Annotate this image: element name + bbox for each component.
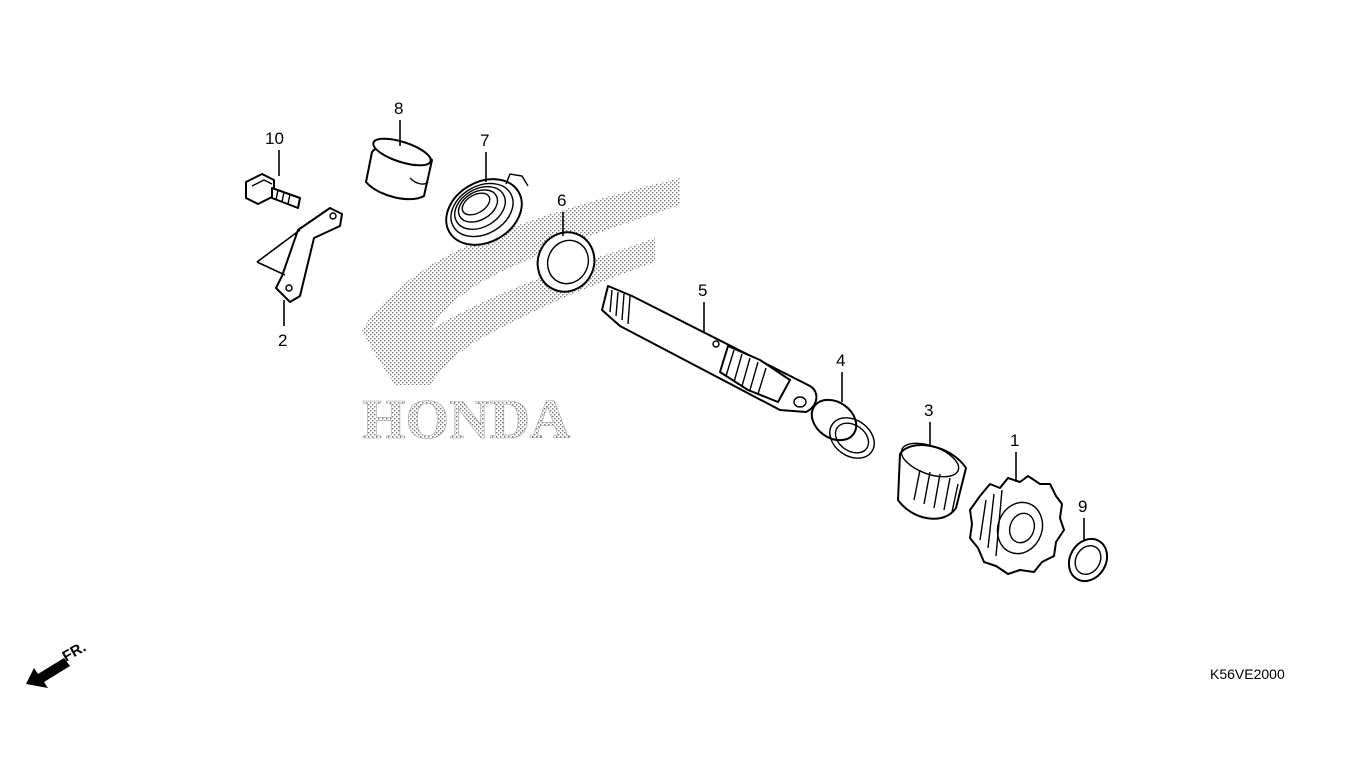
collar[interactable] <box>365 133 434 201</box>
diagram-code: K56VE2000 <box>1210 666 1285 682</box>
callout-8: 8 <box>394 99 403 118</box>
bracket[interactable] <box>256 207 343 303</box>
spring[interactable] <box>804 391 882 466</box>
callout-3: 3 <box>924 401 933 420</box>
seal[interactable] <box>528 223 604 301</box>
callout-6: 6 <box>557 191 566 210</box>
callout-9: 9 <box>1078 497 1087 516</box>
honda-wordmark: HONDA <box>362 389 571 451</box>
honda-wing-watermark: HONDA <box>362 178 680 451</box>
callout-2: 2 <box>278 331 287 350</box>
bolt[interactable] <box>245 173 301 209</box>
callout-7: 7 <box>480 131 489 150</box>
washer[interactable] <box>1061 532 1114 588</box>
callout-5: 5 <box>698 281 707 300</box>
callout-10: 10 <box>265 129 284 148</box>
spindle[interactable] <box>601 285 818 413</box>
ratchet[interactable] <box>897 437 967 520</box>
front-direction-indicator: FR. <box>26 639 89 688</box>
return-spring[interactable] <box>434 166 533 258</box>
front-arrow-icon <box>26 658 70 688</box>
callout-1: 1 <box>1010 431 1019 450</box>
gear[interactable] <box>969 475 1065 575</box>
callout-4: 4 <box>836 351 845 370</box>
